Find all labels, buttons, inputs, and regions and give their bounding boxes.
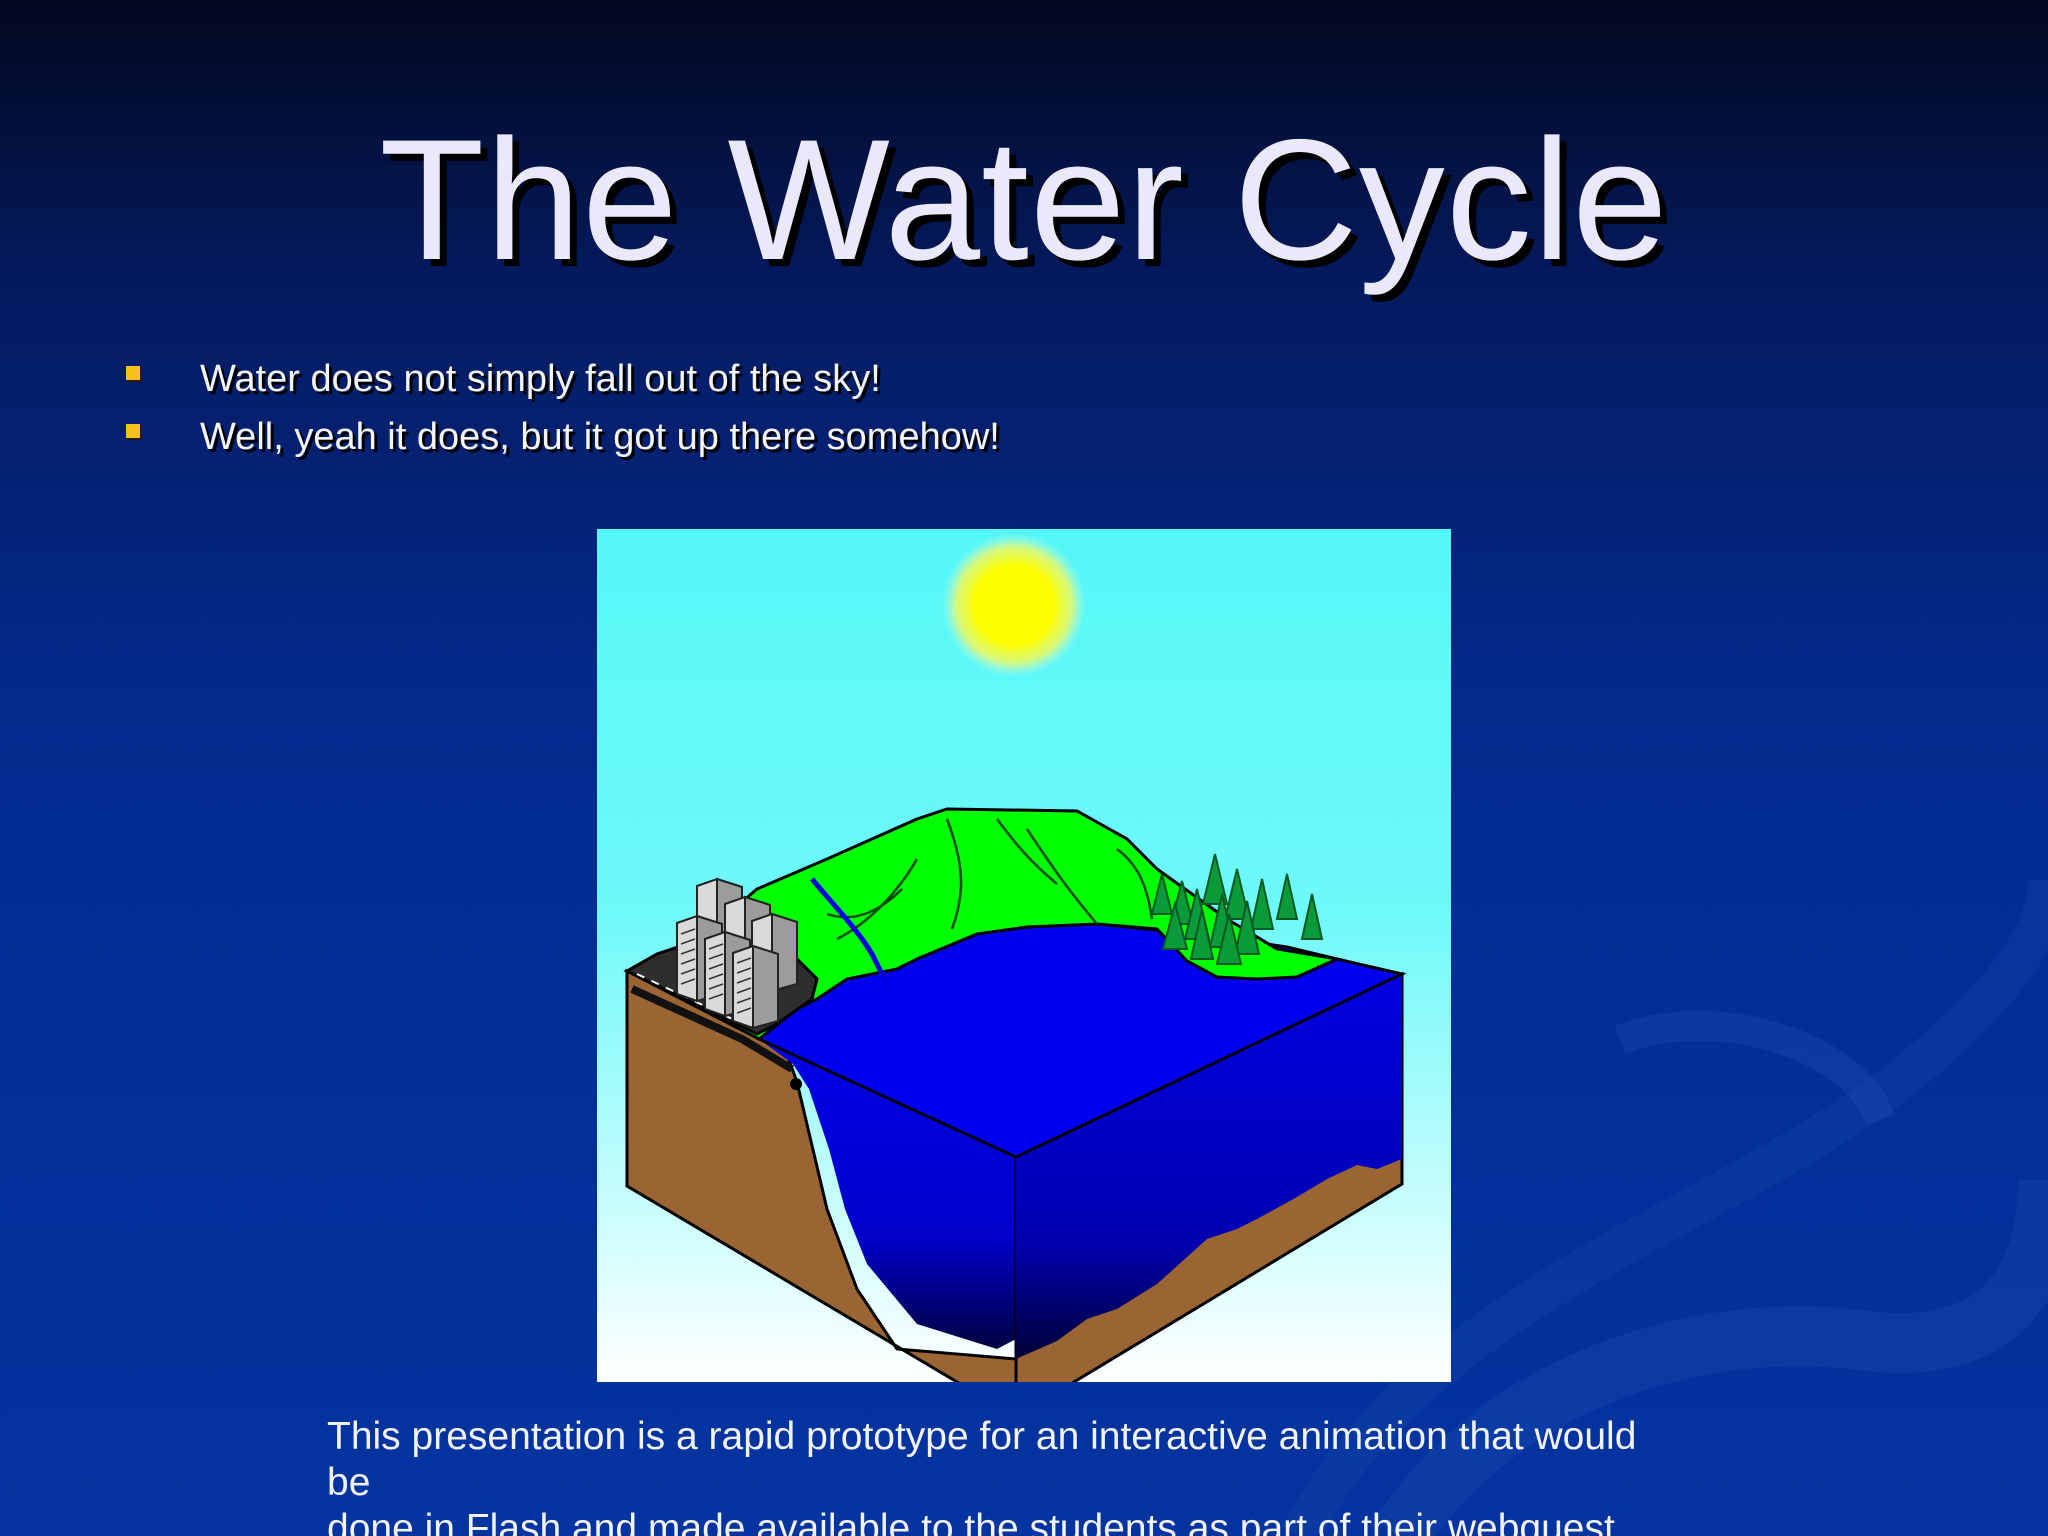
caption-line: This presentation is a rapid prototype f…	[327, 1415, 1637, 1458]
square-bullet-icon	[126, 366, 140, 380]
slide-caption: This presentation is a rapid prototype f…	[327, 1414, 1707, 1536]
caption-line: be	[327, 1461, 371, 1504]
sun-icon	[942, 533, 1086, 677]
buildings-icon	[676, 877, 798, 1030]
water-left-face	[759, 1039, 1016, 1349]
drain-pipe	[630, 985, 795, 1073]
water-cycle-illustration	[597, 529, 1451, 1382]
pine-trees-icon	[1150, 853, 1324, 965]
caption-line: done in Flash and made available to the …	[327, 1507, 1615, 1536]
river	[810, 877, 890, 986]
bullet-text: Water does not simply fall out of the sk…	[200, 358, 881, 400]
road-markings	[636, 973, 748, 1027]
bullet-text: Well, yeah it does, but it got up there …	[200, 416, 1000, 458]
bullet-item: Well, yeah it does, but it got up there …	[124, 408, 1000, 466]
bullet-item: Water does not simply fall out of the sk…	[124, 350, 1000, 408]
pipe-outlet	[790, 1078, 802, 1090]
bullet-list: Water does not simply fall out of the sk…	[124, 350, 1000, 466]
water-right-face	[1016, 974, 1402, 1359]
square-bullet-icon	[126, 424, 140, 438]
slide-title: The Water Cycle	[379, 104, 1669, 296]
